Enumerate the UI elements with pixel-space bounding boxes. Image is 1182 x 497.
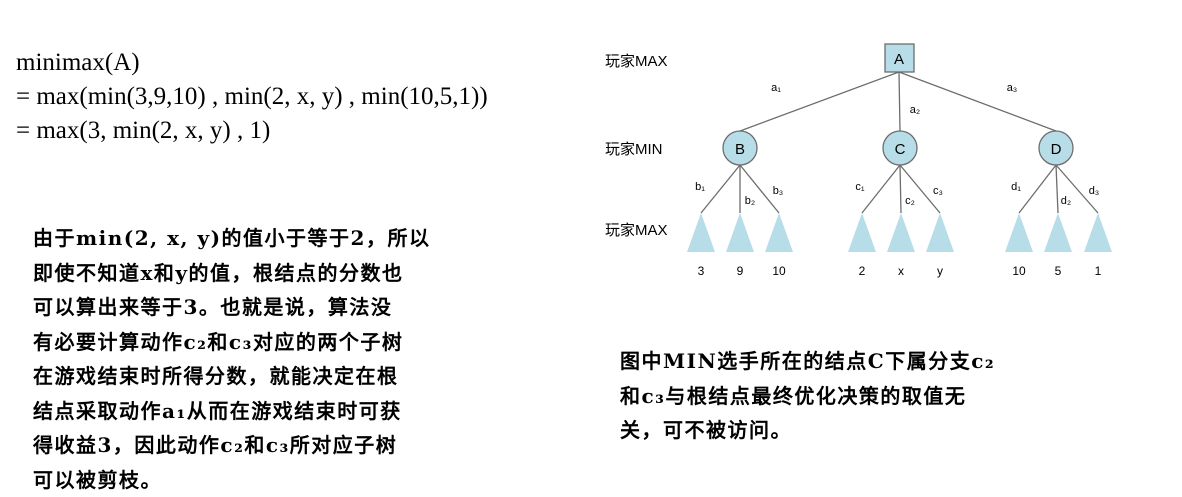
minimax-formula: minimax(A) = max(min(3,9,10) , min(2, x,…: [16, 46, 488, 148]
explanation-line: 在游戏结束时所得分数，就能决定在根: [33, 364, 399, 388]
edge-line: [700, 164, 741, 214]
edge-label: c₂: [905, 195, 915, 207]
edge-label: c₁: [855, 181, 865, 193]
explanation-line: 即使不知道x和y的值，根结点的分数也: [33, 260, 404, 285]
edge-line: [899, 164, 902, 214]
edge-label: d₂: [1061, 195, 1071, 207]
edge-label: d₃: [1089, 185, 1100, 197]
leaf-value: y: [937, 264, 943, 278]
subtree-triangle: [848, 213, 876, 252]
edge-line: [739, 71, 900, 132]
edge-label: a₂: [910, 104, 920, 116]
edge-label: c₃: [933, 185, 943, 197]
edge-line: [861, 164, 901, 214]
edge-line: [898, 71, 901, 132]
note-line: 图中MIN选手所在的结点C下属分支c₂: [620, 349, 996, 373]
edge-line: [899, 164, 941, 214]
subtree-triangle: [887, 213, 915, 252]
leaf-value: 1: [1095, 264, 1102, 278]
level-label: 玩家MIN: [605, 141, 663, 158]
note-paragraph: 图中MIN选手所在的结点C下属分支c₂ 和c₃与根结点最终优化决策的取值无关，可不…: [620, 344, 995, 448]
edge-label: b₃: [773, 185, 784, 197]
edge-line: [898, 71, 1057, 132]
edge-line: [739, 164, 780, 214]
node-label: D: [1051, 141, 1062, 158]
edge-line: [1018, 164, 1057, 214]
edge-label: b₂: [745, 195, 755, 207]
leaf-value: x: [898, 264, 904, 278]
explanation-line: 结点采取动作a₁从而在游戏结束时可获: [33, 398, 402, 423]
subtree-triangle: [1084, 213, 1112, 252]
leaf-value: 10: [1012, 264, 1026, 278]
note-line: 关，可不被访问。: [620, 418, 792, 442]
subtree-triangle: [1044, 213, 1072, 252]
subtree-triangle: [726, 213, 754, 252]
min-node: [722, 130, 758, 166]
edge-label: d₁: [1011, 181, 1021, 193]
edge-line: [1055, 164, 1059, 214]
formula-line: = max(3, min(2, x, y) , 1): [16, 117, 271, 144]
edge-line: [1055, 164, 1099, 214]
explanation-line: 可以被剪枝。: [33, 467, 162, 492]
subtree-triangle: [926, 213, 954, 252]
formula-line: = max(min(3,9,10) , min(2, x, y) , min(1…: [16, 83, 488, 110]
explanation-paragraph: 由于min(2, x, y)的值小于等于2，所以即使不知道x和y的值，根结点的分…: [33, 221, 430, 497]
edge-label: a₃: [1007, 82, 1018, 94]
subtree-triangle: [765, 213, 793, 252]
edge-label: b₁: [695, 181, 705, 193]
leaf-value: 9: [737, 264, 744, 278]
level-label: 玩家MAX: [605, 53, 668, 70]
leaf-value: 5: [1055, 264, 1062, 278]
node-label: A: [894, 51, 904, 68]
explanation-line: 由于min(2, x, y)的值小于等于2，所以: [33, 226, 431, 250]
explanation-line: 可以算出来等于3。也就是说，算法没: [33, 295, 393, 319]
edge-label: a₁: [771, 82, 781, 94]
explanation-line: 有必要计算动作c₂和c₃对应的两个子树: [33, 329, 404, 354]
subtree-triangle: [687, 213, 715, 252]
node-label: B: [735, 141, 745, 158]
leaf-value: 2: [859, 264, 866, 278]
note-line: 和c₃与根结点最终优化决策的取值无: [620, 383, 967, 408]
explanation-line: 得收益3，因此动作c₂和c₃所对应子树: [33, 433, 398, 457]
level-label: 玩家MAX: [605, 222, 668, 239]
node-label: C: [895, 141, 906, 158]
leaf-value: 3: [698, 264, 705, 278]
min-node: [882, 130, 918, 166]
max-root-node: [884, 43, 915, 73]
min-node: [1038, 130, 1074, 166]
formula-line: minimax(A): [16, 49, 140, 76]
leaf-value: 10: [772, 264, 786, 278]
subtree-triangle: [1005, 213, 1033, 252]
